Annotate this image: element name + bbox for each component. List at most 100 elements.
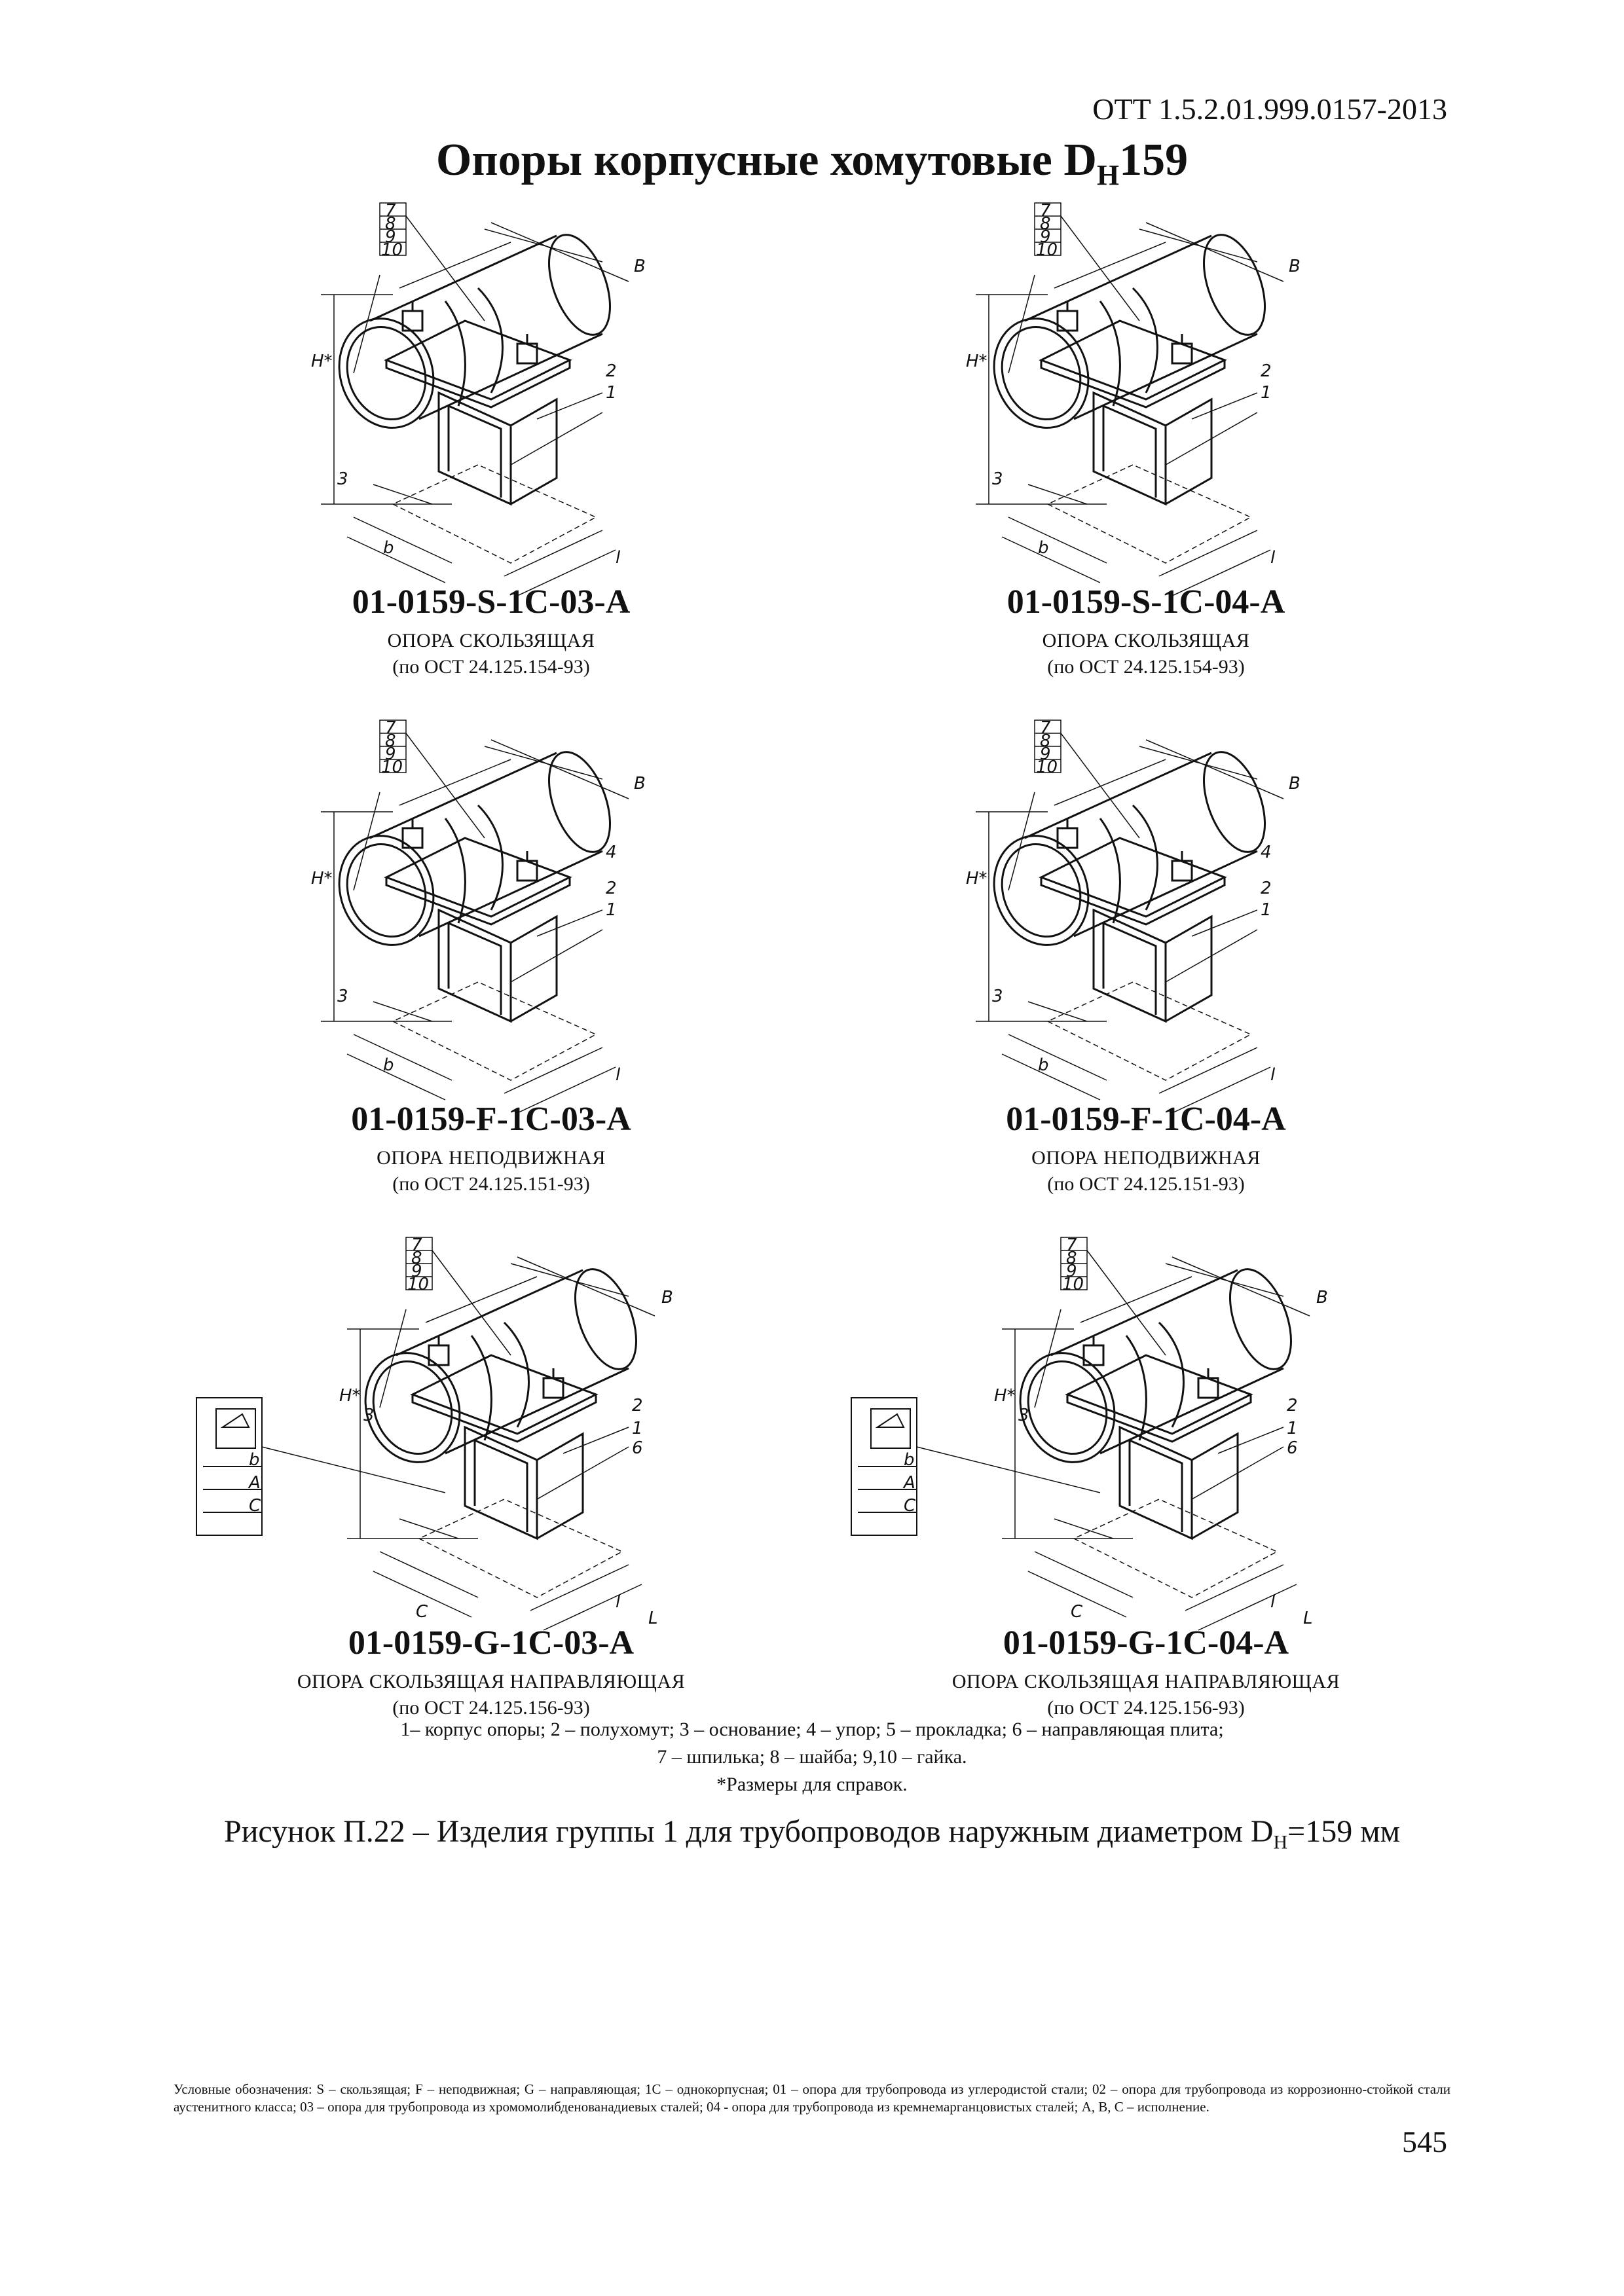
svg-text:H*: H*	[966, 869, 987, 888]
svg-text:10: 10	[1036, 240, 1058, 260]
svg-text:C: C	[1071, 1602, 1083, 1622]
svg-text:2: 2	[1287, 1396, 1298, 1415]
svg-text:b: b	[1038, 538, 1049, 558]
svg-text:l: l	[1270, 1065, 1276, 1085]
svg-text:9: 9	[1066, 1262, 1077, 1281]
svg-text:4: 4	[606, 843, 617, 862]
svg-text:7: 7	[1040, 201, 1051, 221]
product-name: ОПОРА СКОЛЬЗЯЩАЯ НАПРАВЛЯЮЩАЯ	[297, 1671, 686, 1692]
product-standard: (по ОСТ 24.125.151-93)	[392, 1173, 590, 1195]
product-standard: (по ОСТ 24.125.151-93)	[1047, 1173, 1245, 1195]
product-standard: (по ОСТ 24.125.154-93)	[1047, 656, 1245, 678]
svg-text:8: 8	[1066, 1248, 1077, 1268]
svg-text:2: 2	[1261, 879, 1272, 898]
svg-text:2: 2	[606, 879, 617, 898]
svg-text:10: 10	[1036, 757, 1058, 777]
svg-text:1: 1	[606, 900, 617, 920]
svg-text:1: 1	[606, 383, 617, 403]
svg-text:8: 8	[385, 214, 396, 234]
svg-text:C: C	[416, 1602, 428, 1622]
svg-text:2: 2	[632, 1396, 643, 1415]
svg-text:10: 10	[1062, 1275, 1084, 1294]
svg-text:1: 1	[1261, 900, 1272, 920]
svg-text:b: b	[1038, 1055, 1049, 1075]
product-code: 01-0159-S-1C-04-A	[1006, 583, 1285, 621]
svg-text:H*: H*	[994, 1386, 1016, 1406]
svg-text:8: 8	[1040, 214, 1051, 234]
svg-text:1: 1	[1261, 383, 1272, 403]
svg-text:2: 2	[1261, 361, 1272, 381]
svg-text:l: l	[616, 1065, 621, 1085]
svg-text:b: b	[383, 1055, 394, 1075]
svg-text:8: 8	[1040, 731, 1051, 751]
svg-text:1: 1	[1287, 1419, 1298, 1438]
page-number: 545	[1402, 2125, 1447, 2159]
svg-text:b: b	[249, 1450, 260, 1470]
svg-text:H*: H*	[966, 352, 987, 371]
svg-text:2: 2	[606, 361, 617, 381]
svg-text:H*: H*	[339, 1386, 361, 1406]
footnote: Условные обозначения: S – скользящая; F …	[174, 2081, 1450, 2115]
svg-text:9: 9	[1040, 744, 1051, 764]
svg-text:l: l	[616, 1592, 621, 1612]
svg-text:7: 7	[385, 718, 396, 738]
product-standard: (по ОСТ 24.125.156-93)	[392, 1697, 590, 1719]
svg-text:10: 10	[381, 240, 403, 260]
figure-caption: Рисунок П.22 – Изделия группы 1 для труб…	[224, 1814, 1400, 1853]
svg-text:B: B	[634, 774, 646, 793]
svg-text:A: A	[248, 1473, 261, 1493]
svg-text:B: B	[1289, 257, 1301, 276]
svg-text:7: 7	[411, 1235, 422, 1255]
svg-text:A: A	[902, 1473, 915, 1493]
svg-text:B: B	[1316, 1288, 1328, 1307]
product-name: ОПОРА СКОЛЬЗЯЩАЯ	[1042, 630, 1250, 651]
page-title: Опоры корпусные хомутовые DН159	[435, 135, 1189, 191]
svg-text:B: B	[634, 257, 646, 276]
svg-text:7: 7	[1040, 718, 1051, 738]
svg-text:6: 6	[1287, 1438, 1298, 1458]
svg-text:l: l	[1270, 548, 1276, 568]
svg-text:9: 9	[1040, 227, 1051, 247]
svg-text:3: 3	[363, 1406, 375, 1425]
svg-text:B: B	[1289, 774, 1301, 793]
svg-text:b: b	[383, 538, 394, 558]
product-standard: (по ОСТ 24.125.154-93)	[392, 656, 590, 678]
svg-text:C: C	[904, 1496, 916, 1516]
product-name: ОПОРА СКОЛЬЗЯЩАЯ НАПРАВЛЯЮЩАЯ	[951, 1671, 1340, 1692]
svg-text:9: 9	[411, 1262, 422, 1281]
svg-text:1: 1	[632, 1419, 643, 1438]
svg-text:B: B	[661, 1288, 673, 1307]
product-name: ОПОРА СКОЛЬЗЯЩАЯ	[387, 630, 595, 651]
svg-text:3: 3	[992, 469, 1003, 489]
legend-line-3: *Размеры для справок.	[716, 1774, 908, 1795]
svg-text:3: 3	[1018, 1406, 1029, 1425]
svg-text:L: L	[648, 1609, 658, 1628]
svg-text:4: 4	[1261, 843, 1272, 862]
product-name: ОПОРА НЕПОДВИЖНАЯ	[1031, 1147, 1261, 1169]
legend-line-2: 7 – шпилька; 8 – шайба; 9,10 – гайка.	[657, 1746, 967, 1768]
svg-text:8: 8	[411, 1248, 422, 1268]
product-name: ОПОРА НЕПОДВИЖНАЯ	[377, 1147, 606, 1169]
legend-line-1: 1– корпус опоры; 2 – полухомут; 3 – осно…	[400, 1719, 1224, 1740]
svg-text:l: l	[1270, 1592, 1276, 1612]
document-code: ОТТ 1.5.2.01.999.0157-2013	[1092, 92, 1447, 126]
product-standard: (по ОСТ 24.125.156-93)	[1047, 1697, 1245, 1719]
svg-text:7: 7	[385, 201, 396, 221]
svg-text:9: 9	[385, 744, 396, 764]
product-code: 01-0159-G-1C-03-A	[348, 1624, 635, 1662]
product-code: 01-0159-G-1C-04-A	[1003, 1624, 1289, 1662]
svg-text:7: 7	[1066, 1235, 1077, 1255]
svg-text:b: b	[904, 1450, 915, 1470]
